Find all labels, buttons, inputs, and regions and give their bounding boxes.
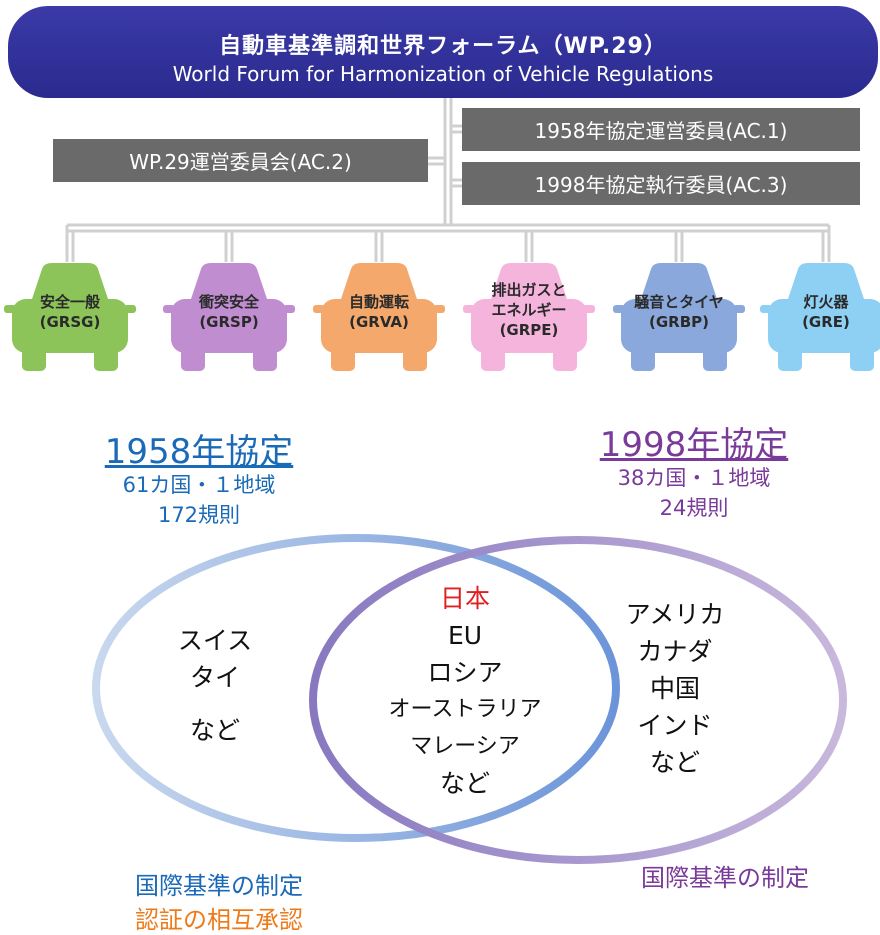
venn-left-item: スイス [177, 626, 253, 655]
car-label: (GRE) [802, 313, 850, 331]
venn-left-item: など [189, 716, 240, 745]
ac3-box: 1998年協定執行委員(AC.3) [462, 162, 860, 205]
car-icon [313, 263, 445, 371]
car-label: 騒音とタイヤ [634, 293, 724, 311]
venn-center-item: EU [447, 621, 483, 650]
agreement-1998-members: 38カ国・１地域 [617, 466, 771, 490]
venn-circle-1998 [309, 536, 847, 864]
venn-center-japan: 日本 [439, 584, 490, 613]
venn-right-item: カナダ [637, 637, 713, 666]
car-label: (GRSP) [199, 313, 258, 331]
car-icon [463, 263, 595, 371]
car-icon [760, 263, 880, 371]
car-icon [163, 263, 295, 371]
venn-center-item: など [439, 769, 490, 798]
venn-center-item: ロシア [427, 658, 503, 687]
forum-title: 自動車基準調和世界フォーラム（WP.29） [219, 34, 667, 59]
agreement-1958-rules: 172規則 [157, 503, 241, 527]
ac1-box: 1958年協定運営委員(AC.1) [462, 108, 860, 151]
venn-right-item: アメリカ [625, 600, 725, 629]
car-label: (GRSG) [40, 313, 101, 331]
car-label: (GRBP) [649, 313, 709, 331]
ac2-box: WP.29運営委員会(AC.2) [53, 139, 428, 182]
venn-right-item: インド [637, 711, 713, 740]
bottom-left-mutual-recognition: 認証の相互承認 [135, 906, 303, 934]
venn-right-item: など [649, 748, 700, 777]
venn-center-group: 日本 EU ロシア オーストラリア マレーシア など [380, 580, 550, 802]
car-label: エネルギー [491, 301, 566, 319]
car-label: 衝突安全 [198, 293, 260, 311]
car-label: (GRPE) [500, 321, 559, 339]
venn-left-group: スイス タイ など [150, 622, 280, 749]
bottom-right-standards: 国際基準の制定 [641, 864, 809, 892]
car-icon [613, 263, 745, 371]
agreement-1998-title: 1998年協定 [599, 425, 789, 465]
agreement-1958-members: 61カ国・１地域 [122, 473, 276, 497]
car-label: 安全一般 [40, 293, 100, 311]
agreement-1958-title: 1958年協定 [104, 432, 294, 472]
car-label: 排出ガスと [491, 281, 566, 299]
venn-right-item: 中国 [649, 674, 700, 703]
venn-center-item: マレーシア [410, 734, 520, 759]
car-label: (GRVA) [349, 313, 409, 331]
agreement-1998-rules: 24規則 [659, 496, 729, 520]
working-parties: 安全一般 (GRSG) 衝突安全 (GRSP) 自動運転 (GRVA) 排出ガスとエネルギー… [4, 263, 880, 371]
car-label: 自動運転 [349, 293, 409, 311]
venn-right-group: アメリカ カナダ 中国 インド など [600, 596, 750, 781]
car-icon [4, 263, 136, 371]
venn-circle-1958 [92, 534, 620, 842]
bottom-left-standards: 国際基準の制定 [135, 872, 303, 900]
forum-banner: 自動車基準調和世界フォーラム（WP.29） World Forum for Ha… [8, 6, 878, 98]
venn-left-item: タイ [189, 663, 240, 692]
venn-center-item: オーストラリア [388, 697, 542, 722]
forum-subtitle: World Forum for Harmonization of Vehicle… [172, 62, 714, 86]
car-label: 灯火器 [803, 293, 849, 311]
